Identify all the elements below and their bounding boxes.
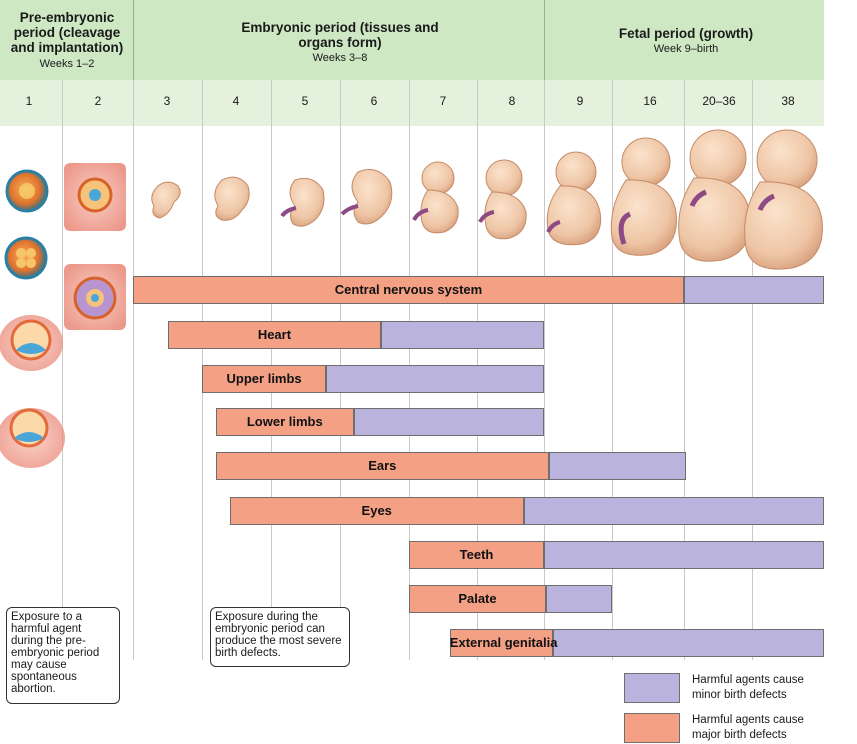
major-defect-bar <box>215 452 549 480</box>
major-defect-bar <box>202 365 327 393</box>
fetus-icon <box>610 137 677 256</box>
week-gridline <box>684 80 685 660</box>
embryo-icon <box>340 169 393 225</box>
fetus-icon <box>744 129 823 270</box>
embryo-icon <box>478 159 527 240</box>
organ-label: External genitalia <box>449 635 558 650</box>
embryonic-period-weeks: Weeks 3–8 <box>312 52 368 64</box>
major-defect-bar <box>409 541 544 569</box>
zygote-icon <box>5 169 49 213</box>
header-divider <box>544 0 545 80</box>
weeks-row <box>0 80 824 126</box>
minor-defect-bar <box>544 541 824 569</box>
week-label: 3 <box>163 94 171 108</box>
week-gridline <box>612 80 613 660</box>
legend-major-swatch <box>624 713 680 743</box>
week-label: 9 <box>576 94 584 108</box>
week-label: 2 <box>94 94 102 108</box>
implantation-site-icon <box>64 163 126 231</box>
embryonic-period-title: Embryonic period (tissues and organs for… <box>241 20 439 50</box>
organ-label: Heart <box>257 327 292 342</box>
minor-defect-bar <box>326 365 544 393</box>
organ-label: Central nervous system <box>334 282 483 297</box>
week-gridline <box>133 80 134 660</box>
major-defect-bar <box>229 497 524 525</box>
organ-label: Ears <box>368 458 397 473</box>
morula-icon <box>4 236 48 280</box>
embryonic-exposure-note: Exposure during the embryonic period can… <box>210 607 350 667</box>
minor-defect-bar <box>381 321 544 349</box>
week-label: 20–36 <box>702 94 736 108</box>
legend-major-text: Harmful agents cause major birth defects <box>692 714 804 741</box>
minor-defect-bar <box>552 629 824 657</box>
week-gridline <box>62 80 63 660</box>
embryo-icon <box>151 181 181 219</box>
major-defect-bar <box>215 408 354 436</box>
blastocyst-icon <box>0 315 63 371</box>
major-defect-bar <box>449 629 553 657</box>
week-label: 6 <box>370 94 378 108</box>
fetus-icon <box>678 129 751 262</box>
organ-label: Teeth <box>459 547 494 562</box>
minor-defect-bar <box>523 497 824 525</box>
embryo-icon <box>412 161 459 234</box>
legend-minor-text: Harmful agents cause minor birth defects <box>692 674 804 701</box>
week-label: 16 <box>643 94 657 108</box>
period-header-row <box>0 0 824 80</box>
week-label: 5 <box>301 94 309 108</box>
embryo-icon <box>280 177 325 227</box>
organ-label: Eyes <box>361 503 392 518</box>
implanting-blastocyst-icon <box>0 408 65 468</box>
minor-defect-bar <box>545 585 612 613</box>
week-label: 8 <box>508 94 516 108</box>
fetal-period-title: Fetal period (growth) <box>618 26 754 41</box>
week-label: 7 <box>439 94 447 108</box>
week-label: 1 <box>25 94 33 108</box>
week-label: 38 <box>781 94 795 108</box>
major-defect-bar <box>409 585 546 613</box>
organ-label: Palate <box>458 591 497 606</box>
organ-label: Upper limbs <box>226 371 302 386</box>
pre-embryonic-period-title: Pre-embryonic period (cleavage and impla… <box>10 10 124 55</box>
header-divider <box>133 0 134 80</box>
implantation-site-icon <box>64 264 126 330</box>
week-label: 4 <box>232 94 240 108</box>
pre-embryonic-period-weeks: Weeks 1–2 <box>39 58 95 70</box>
minor-defect-bar <box>684 276 824 304</box>
embryo-icon <box>214 176 250 221</box>
fetus-icon <box>546 151 602 246</box>
minor-defect-bar <box>548 452 687 480</box>
minor-defect-bar <box>353 408 544 436</box>
pre-embryonic-exposure-note: Exposure to a harmful agent during the p… <box>6 607 120 704</box>
legend-minor-swatch <box>624 673 680 703</box>
fetal-period-weeks: Week 9–birth <box>653 43 719 55</box>
organ-label: Lower limbs <box>246 414 323 429</box>
week-gridline <box>752 80 753 660</box>
week-gridline <box>544 80 545 660</box>
major-defect-bar <box>167 321 382 349</box>
major-defect-bar <box>133 276 684 304</box>
